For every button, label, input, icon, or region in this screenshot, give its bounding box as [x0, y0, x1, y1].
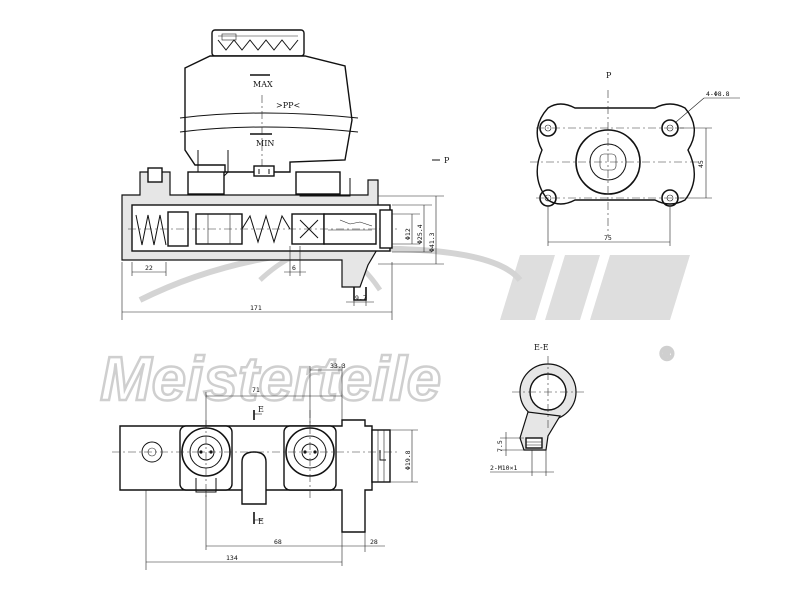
reservoir-connector [253, 165, 275, 177]
p-view-arrow: P [432, 156, 450, 165]
dim-flange-width-top: 28 [370, 538, 378, 546]
watermark-brand-text: Meisterteile [100, 345, 441, 414]
dim-port-spacing: 71 [252, 386, 260, 394]
dim-hole-callout: 4-Φ8.8 [706, 90, 730, 98]
section-dimensions: 7.5 2-M10×1 [490, 432, 554, 476]
dim-port-offset: 68 [274, 538, 282, 546]
dim-nose-diam: Φ19.8 [404, 450, 412, 470]
dim-left-offset: 22 [145, 264, 153, 272]
flange-view: P 4-Φ8.8 75 45 [530, 71, 740, 246]
section-view: E-E 7.5 2-M10×1 [490, 343, 584, 476]
dim-flange-offset: 33.3 [330, 362, 346, 370]
section-view-label: E-E [534, 343, 549, 352]
dim-flange-thickness: 9.7 [355, 294, 367, 302]
dim-flange-height: 45 [697, 160, 705, 168]
top-view: E E 71 33.3 68 28 134 Φ1 [112, 362, 418, 570]
watermark: Meisterteile ® [99, 245, 690, 415]
side-view-dimensions: 171 22 6 9.7 Φ12 Φ25.4 Φ41.3 [121, 195, 444, 320]
center-boss [241, 451, 267, 505]
section-port-thread [525, 437, 543, 449]
flange-plate [536, 103, 695, 205]
section-arrows: E E [253, 405, 264, 526]
dim-section-height: 7.5 [496, 440, 504, 452]
dim-flange-width: 75 [604, 234, 612, 242]
dim-total-length: 134 [226, 554, 238, 562]
dim-diam-inner: Φ25.4 [416, 224, 424, 244]
reservoir-body: MAX >PP< MIN [179, 55, 359, 179]
top-view-dimensions: 71 33.3 68 28 134 Φ19.8 [145, 362, 418, 570]
side-view: MAX >PP< MIN [121, 29, 450, 320]
watermark-registered-mark: ® [660, 344, 674, 364]
dim-diam-outer: Φ41.3 [428, 232, 436, 252]
dim-overall-length: 171 [250, 304, 262, 312]
cylinder-internals [128, 209, 400, 249]
p-view-label: P [606, 71, 612, 80]
flange-dimensions: 4-Φ8.8 75 45 [547, 90, 740, 246]
mark-label: >PP< [276, 101, 300, 110]
dim-diam-bore: Φ12 [404, 228, 412, 240]
max-label: MAX [253, 80, 273, 89]
p-arrow-label: P [444, 156, 450, 165]
top-view-nose [371, 429, 391, 483]
section-arrow-top: E [258, 405, 264, 414]
min-label: MIN [256, 139, 274, 148]
reservoir-cap [211, 29, 305, 57]
dim-spring-gap: 6 [292, 264, 296, 272]
dim-section-thread: 2-M10×1 [490, 464, 517, 472]
section-arrow-bottom: E [258, 517, 264, 526]
